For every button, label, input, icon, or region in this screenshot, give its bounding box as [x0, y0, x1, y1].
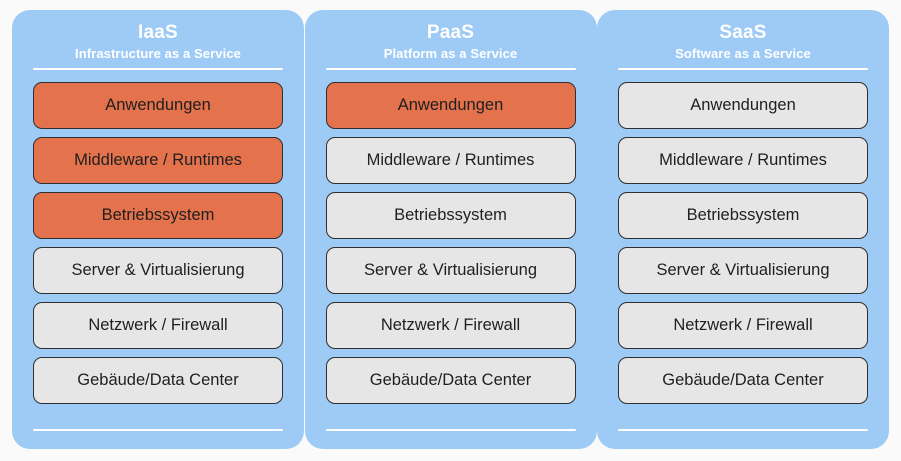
footer-divider-paas: [325, 429, 576, 431]
layer-netzwerk-firewall-saas[interactable]: Netzwerk / Firewall: [618, 302, 868, 349]
header-divider-saas: [618, 68, 868, 70]
panel-title-iaas: IaaS: [138, 22, 178, 43]
panel-subtitle-saas: Software as a Service: [675, 46, 811, 61]
layer-stack-saas: Anwendungen Middleware / Runtimes Betrie…: [618, 70, 868, 424]
panel-header-paas: PaaS Platform as a Service: [325, 10, 576, 70]
layer-anwendungen-saas[interactable]: Anwendungen: [618, 82, 868, 129]
layer-server-virtualisierung-saas[interactable]: Server & Virtualisierung: [618, 247, 868, 294]
panel-header-saas: SaaS Software as a Service: [618, 10, 868, 70]
layer-betriebssystem-paas[interactable]: Betriebssystem: [325, 192, 576, 239]
layer-server-virtualisierung-paas[interactable]: Server & Virtualisierung: [325, 247, 576, 294]
layer-netzwerk-firewall-paas[interactable]: Netzwerk / Firewall: [325, 302, 576, 349]
panel-saas: SaaS Software as a Service Anwendungen M…: [597, 10, 889, 449]
layer-middleware-runtimes-paas[interactable]: Middleware / Runtimes: [325, 137, 576, 184]
footer-divider-saas: [618, 429, 868, 431]
layer-stack-paas: Anwendungen Middleware / Runtimes Betrie…: [325, 70, 576, 424]
panel-bottom-pad-saas: [618, 431, 868, 449]
panel-paas: PaaS Platform as a Service Anwendungen M…: [304, 10, 597, 449]
layer-netzwerk-firewall-iaas[interactable]: Netzwerk / Firewall: [33, 302, 283, 349]
layer-betriebssystem-iaas[interactable]: Betriebssystem: [33, 192, 283, 239]
layer-anwendungen-iaas[interactable]: Anwendungen: [33, 82, 283, 129]
panel-title-paas: PaaS: [426, 22, 475, 43]
panel-bottom-pad-iaas: [33, 431, 283, 449]
panel-header-iaas: IaaS Infrastructure as a Service: [33, 10, 283, 70]
layer-anwendungen-paas[interactable]: Anwendungen: [325, 82, 576, 129]
layer-gebaeude-data-center-paas[interactable]: Gebäude/Data Center: [325, 357, 576, 404]
layer-middleware-runtimes-iaas[interactable]: Middleware / Runtimes: [33, 137, 283, 184]
layer-gebaeude-data-center-iaas[interactable]: Gebäude/Data Center: [33, 357, 283, 404]
layer-server-virtualisierung-iaas[interactable]: Server & Virtualisierung: [33, 247, 283, 294]
panel-bottom-pad-paas: [326, 431, 576, 449]
panel-title-saas: SaaS: [719, 22, 767, 43]
header-divider-iaas: [33, 68, 283, 70]
panel-subtitle-paas: Platform as a Service: [383, 46, 518, 61]
layer-gebaeude-data-center-saas[interactable]: Gebäude/Data Center: [618, 357, 868, 404]
layer-middleware-runtimes-saas[interactable]: Middleware / Runtimes: [618, 137, 868, 184]
panel-subtitle-iaas: Infrastructure as a Service: [74, 46, 241, 61]
layer-betriebssystem-saas[interactable]: Betriebssystem: [618, 192, 868, 239]
layer-stack-iaas: Anwendungen Middleware / Runtimes Betrie…: [33, 70, 283, 424]
header-divider-paas: [325, 68, 576, 70]
panel-iaas: IaaS Infrastructure as a Service Anwendu…: [12, 10, 304, 449]
footer-divider-iaas: [33, 429, 283, 431]
